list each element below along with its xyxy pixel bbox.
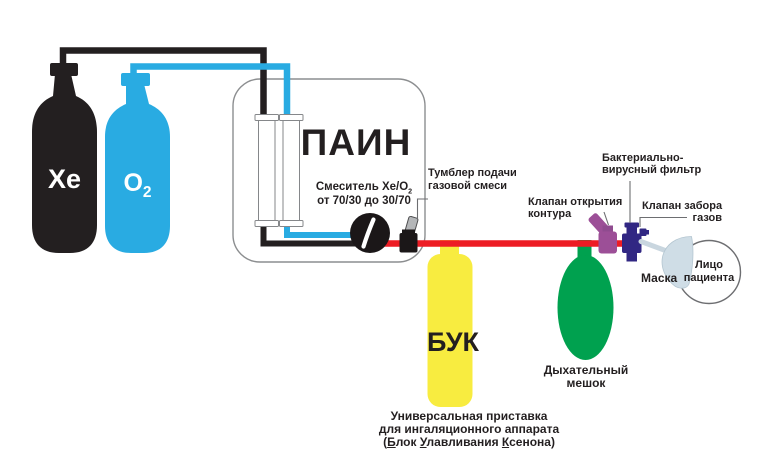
toggle-base: [399, 233, 418, 253]
o2-cylinder-cap: [121, 73, 150, 86]
buk-caption-line1: Универсальная приставка: [390, 409, 548, 423]
buk-cylinder-shape: [427, 240, 473, 407]
buk-caption-line3: (Блок Улавливания Ксенона): [368, 434, 570, 449]
o2-cylinder-body: [105, 84, 170, 253]
mask-shape: [661, 236, 694, 289]
tumbler-label-line2: газовой смеси: [428, 179, 508, 192]
circuit-valve-label-line1: Клапан открытия: [528, 196, 623, 208]
xe-cylinder-cap: [50, 63, 78, 76]
caption-part-underlined: К: [501, 434, 510, 449]
tumbler-label-line1: Тумблер подачи: [428, 167, 517, 179]
leader-lines: [416, 181, 687, 227]
mixer-label-line2: от 70/30 до 30/70: [317, 194, 411, 207]
caption-part: (: [383, 434, 388, 449]
circuit-valve-leader: [603, 211, 610, 226]
bacterial-filter-label-line2: вирусный фильтр: [602, 163, 702, 176]
buk-body: [427, 254, 473, 407]
breathing-bag-shape: [557, 240, 614, 360]
mixer-label-base: Смеситель Xe/O: [315, 181, 409, 193]
xe-cylinder-shape: [32, 63, 97, 253]
o2-label-base: O: [123, 169, 143, 197]
pain-unit-title: ПАИН: [300, 122, 412, 163]
bacterial-filter-label-line1: Бактериально-: [602, 152, 684, 164]
gas-sampling-leader: [639, 216, 687, 227]
circuit-valve-label: Клапан открытия контура: [528, 196, 623, 220]
o2-cylinder-label: O2: [105, 169, 170, 201]
gas-sampling-label-line2: газов: [692, 211, 722, 224]
bacterial-filter-label: Бактериально- вирусный фильтр: [602, 152, 702, 176]
bacterial-filter-shape: [622, 222, 649, 262]
breathing-bag-label: Дыхательный мешок: [527, 364, 645, 390]
caption-part: лок: [395, 434, 420, 449]
caption-part: лавливания: [426, 434, 502, 449]
o2-cylinder-shape: [105, 73, 170, 253]
tumbler-leader: [416, 198, 428, 220]
mixer-label-sub: 2: [408, 187, 413, 196]
breathing-bag-body: [557, 255, 614, 360]
xe-cylinder-label: Xe: [47, 164, 82, 194]
xe-cylinder-body: [32, 74, 97, 253]
mixer-label: Смеситель Xe/O2 от 70/30 до 30/70: [302, 181, 426, 208]
caption-part-underlined: У: [419, 434, 427, 449]
caption-part: сенона): [509, 434, 555, 449]
tumbler-label: Тумблер подачи газовой смеси: [428, 167, 517, 192]
buk-caption: Универсальная приставка для ингаляционно…: [368, 410, 570, 448]
patient-face-label: Лицо пациента: [676, 259, 742, 285]
gas-sampling-port: [639, 228, 647, 236]
toggle-switch: [399, 215, 419, 253]
buk-caption-line2: для ингаляционного аппарата: [378, 421, 560, 436]
caption-part-underlined: Б: [387, 434, 396, 449]
gas-sampling-label-line1: Клапан забора: [642, 200, 723, 212]
mask-label: Маска: [641, 271, 678, 285]
mixer-knob: [350, 213, 390, 253]
breathing-bag-label-line1: Дыхательный: [543, 363, 629, 377]
patient-face-label-line1: Лицо: [695, 259, 723, 271]
gas-sampling-label: Клапан забора газов: [642, 200, 723, 224]
flowmeter-tube-oxygen: [279, 114, 304, 227]
breathing-bag-label-line2: мешок: [566, 376, 606, 390]
mixer-label-line1: Смеситель Xe/O2: [302, 181, 426, 195]
circuit-valve-label-line2: контура: [528, 207, 572, 220]
circuit-open-valve-shape: [588, 213, 617, 254]
xenon-pipe-upper: [59, 47, 267, 117]
buk-title: БУК: [427, 327, 480, 357]
circuit-valve-body: [598, 231, 617, 254]
o2-label-sub: 2: [142, 184, 152, 201]
patient-face-label-line2: пациента: [683, 272, 735, 284]
flowmeter-tube-xenon: [254, 114, 279, 227]
oxygen-pipe-upper: [130, 63, 291, 117]
xenon-pipe-lower: [260, 222, 366, 247]
